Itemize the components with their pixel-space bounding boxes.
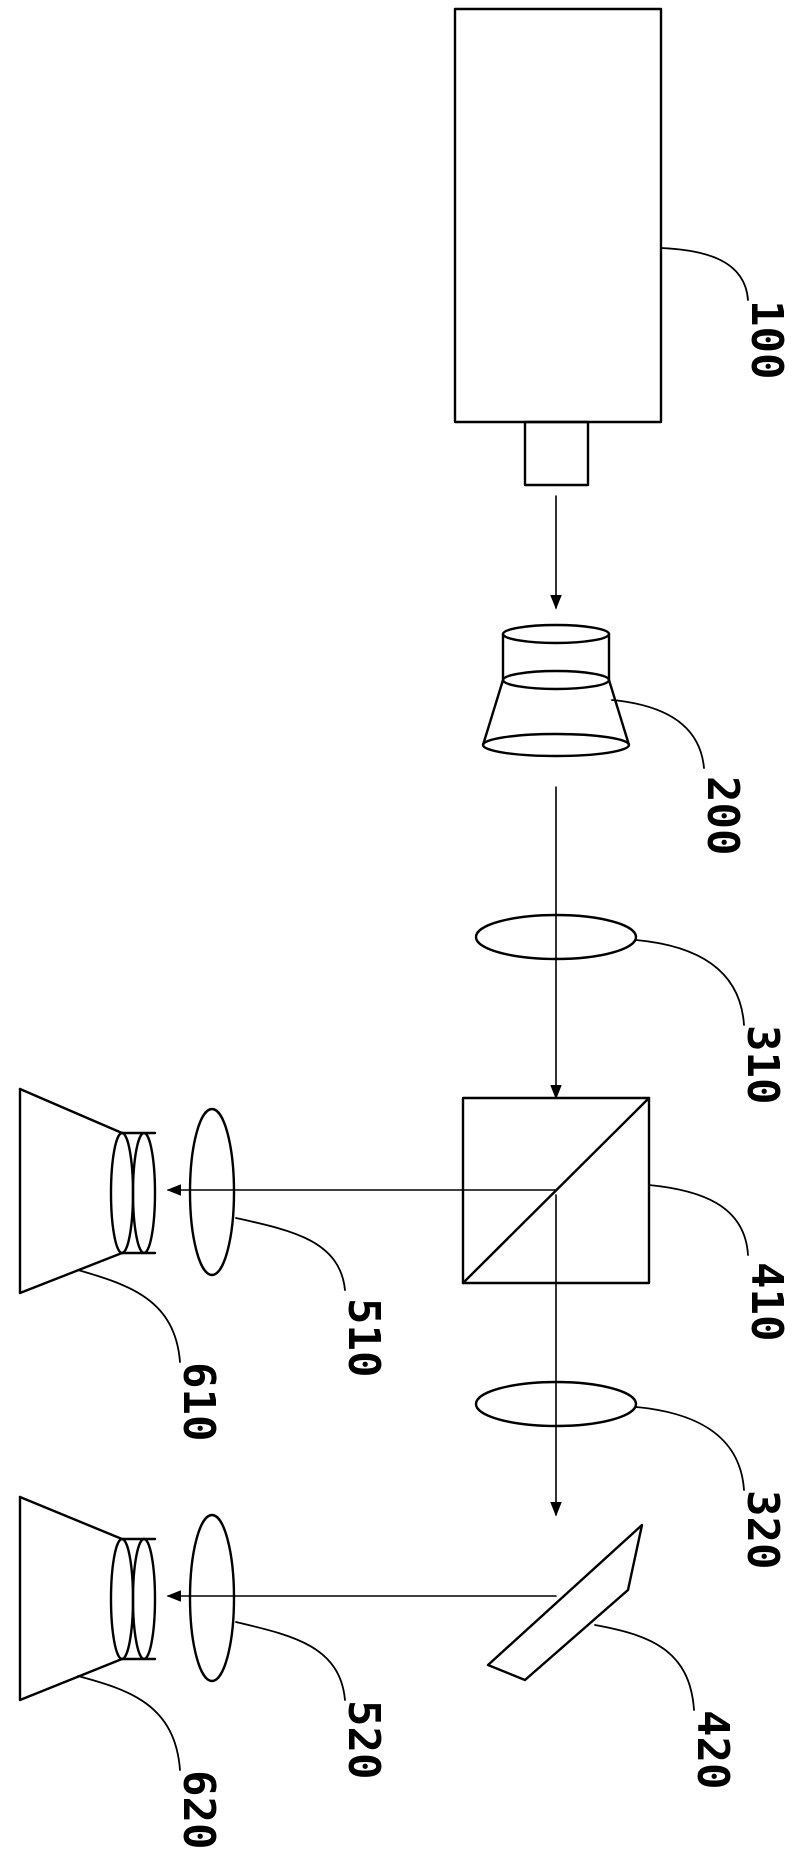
leader-line-beam-splitter <box>648 1184 749 1256</box>
detector-2 <box>18 1495 157 1702</box>
detector-1 <box>18 1087 157 1295</box>
label-mirror: 420 <box>687 1710 738 1789</box>
label-lens-2: 320 <box>737 1490 788 1569</box>
beam-splitter-cube <box>461 1096 651 1285</box>
label-beam-splitter: 410 <box>741 1262 792 1341</box>
lens-2 <box>474 1380 638 1428</box>
label-detector-1: 610 <box>173 1362 224 1441</box>
label-laser: 100 <box>741 300 792 379</box>
leader-line-lens-3 <box>235 1217 346 1291</box>
label-lens-1: 310 <box>737 1025 788 1104</box>
beam-expander <box>481 623 631 758</box>
leader-line-detector-2 <box>77 1675 181 1771</box>
leader-line-lens-1 <box>635 939 745 1026</box>
leader-line-laser <box>660 247 749 301</box>
label-beam-expander: 200 <box>697 776 748 855</box>
lens-4 <box>188 1513 236 1683</box>
lens-3 <box>188 1107 236 1277</box>
leader-line-lens-2 <box>635 1406 745 1491</box>
label-lens-4: 520 <box>338 1700 389 1779</box>
leader-line-beam-expander <box>611 699 705 769</box>
lens-1 <box>474 913 638 961</box>
label-detector-2: 620 <box>173 1770 224 1849</box>
reflecting-mirror <box>486 1523 644 1682</box>
leader-line-mirror <box>594 1624 695 1711</box>
label-lens-3: 510 <box>338 1298 389 1377</box>
leader-line-lens-4 <box>235 1621 346 1701</box>
leader-line-detector-1 <box>77 1269 181 1363</box>
laser-source <box>453 7 663 487</box>
